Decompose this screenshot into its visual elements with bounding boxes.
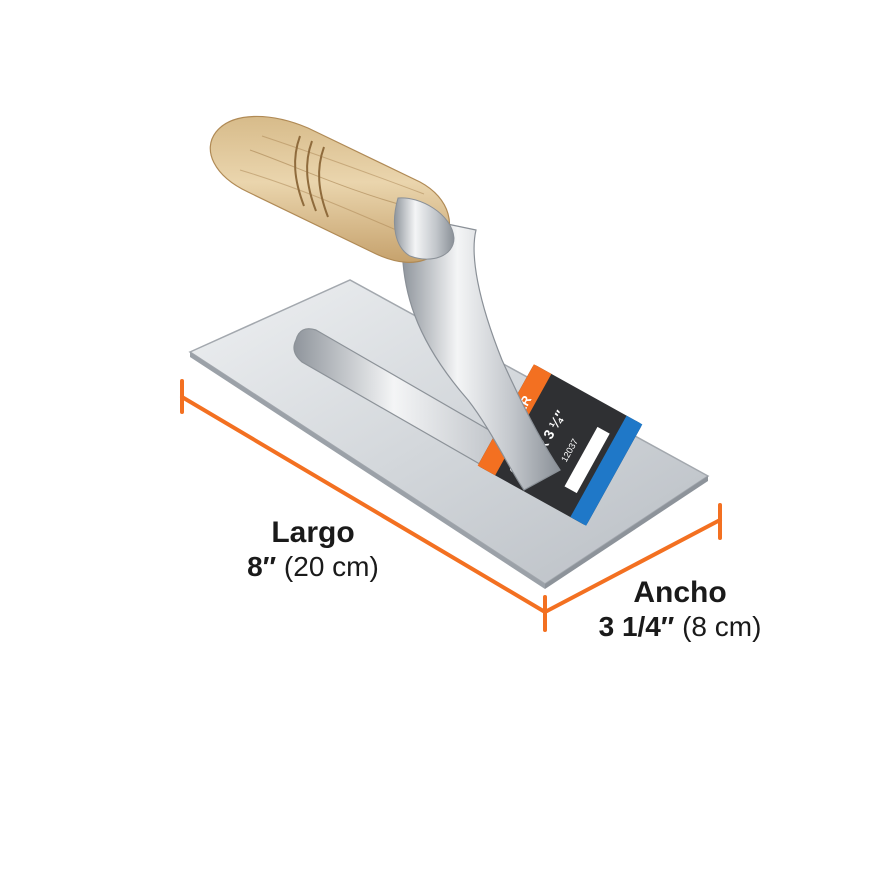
width-dimension-line bbox=[543, 503, 722, 614]
length-label: Largo 8″ (20 cm) bbox=[228, 516, 398, 583]
length-name: Largo bbox=[271, 516, 355, 549]
width-value-secondary: (8 cm) bbox=[682, 610, 762, 642]
length-value-secondary: (20 cm) bbox=[283, 550, 379, 582]
width-value: 3 1/4″ (8 cm) bbox=[575, 611, 785, 643]
length-value-primary: 8″ bbox=[247, 550, 277, 582]
wooden-handle bbox=[209, 115, 455, 263]
width-name: Ancho bbox=[633, 576, 727, 609]
length-value: 8″ (20 cm) bbox=[228, 551, 398, 583]
width-value-primary: 3 1/4″ bbox=[598, 610, 675, 642]
trowel-shank bbox=[401, 214, 561, 491]
width-label: Ancho 3 1/4″ (8 cm) bbox=[575, 576, 785, 643]
barcode-icon bbox=[564, 426, 610, 494]
